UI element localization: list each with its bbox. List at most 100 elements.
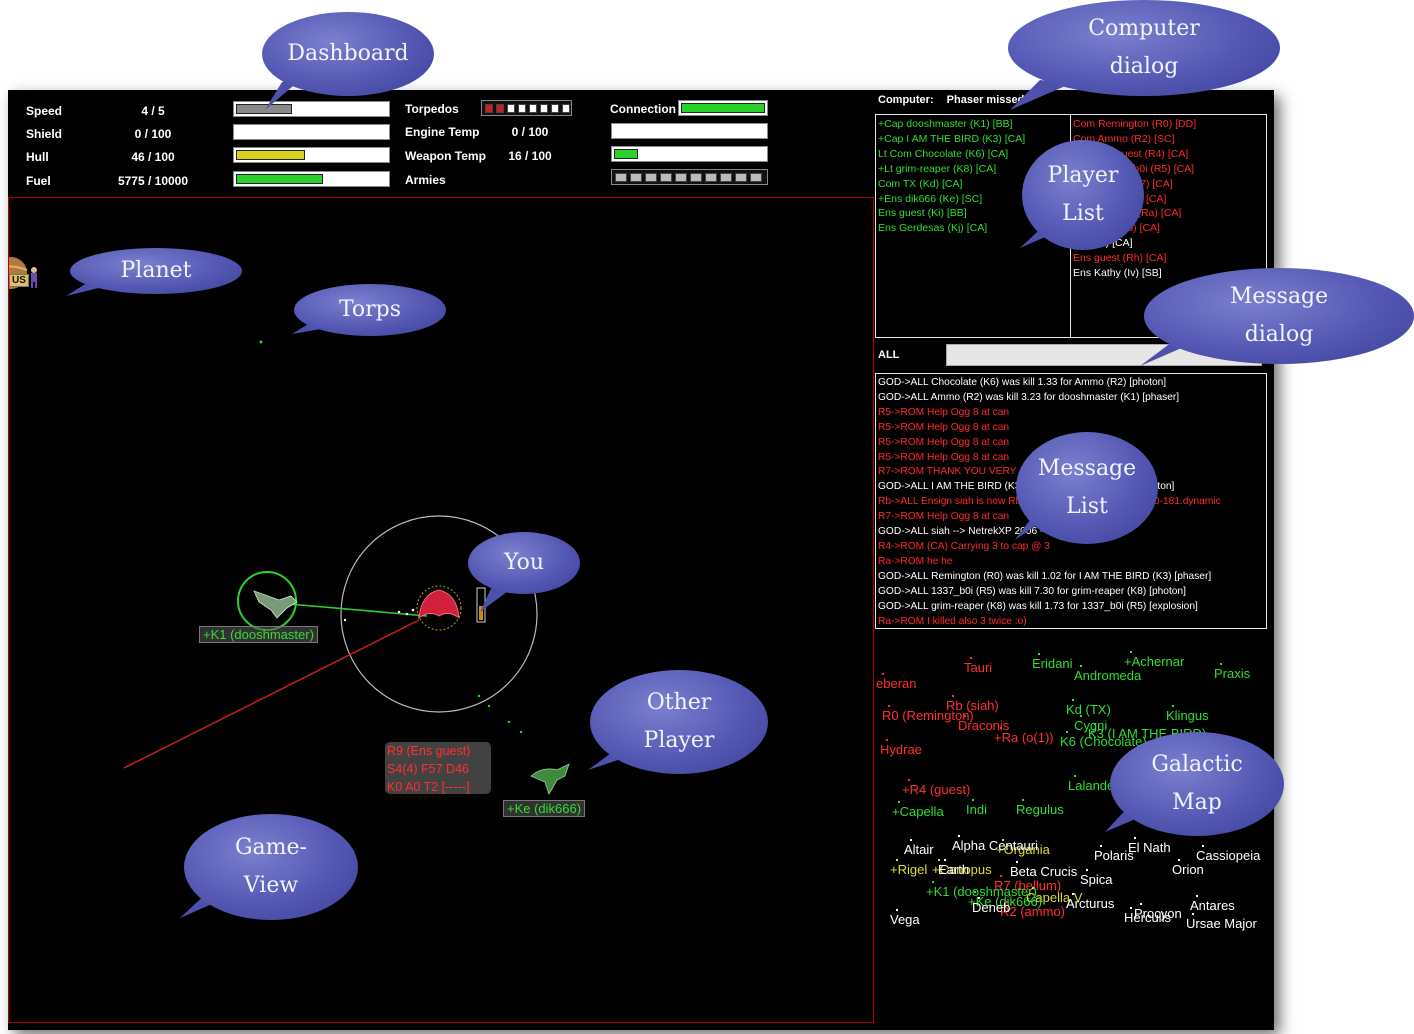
weapon-temp-bar-fill xyxy=(614,149,638,159)
galactic-map-label[interactable]: +Capella xyxy=(892,801,944,819)
galactic-map-label[interactable]: Earth xyxy=(938,859,970,877)
player-list-item[interactable]: +Cap dooshmaster (K1) [BB] xyxy=(878,118,1013,130)
player-list-item[interactable]: Ens Kathy (Iv) [SB] xyxy=(1073,267,1162,280)
engine-temp-label: Engine Temp xyxy=(405,125,480,139)
connection-bar-fill xyxy=(681,103,765,113)
galactic-map-label[interactable]: Arcturus xyxy=(1066,893,1115,911)
galactic-map-label[interactable]: Antares xyxy=(1190,895,1235,913)
galactic-map-label[interactable]: Kd (TX) xyxy=(1066,699,1111,717)
galactic-map-label[interactable]: +Ra (o(1)) xyxy=(994,727,1054,745)
game-view[interactable]: US +K1 (dooshmaster) +Ke (dik666) R9 (En… xyxy=(8,197,874,1023)
galactic-map-label[interactable]: +Organia xyxy=(996,839,1050,857)
callout-message-list: Message List xyxy=(1016,432,1158,544)
galactic-map-label[interactable]: Capella V xyxy=(1026,887,1083,905)
galactic-map-label[interactable]: Praxis xyxy=(1214,663,1251,681)
galactic-map-label[interactable]: Lalande xyxy=(1068,775,1115,793)
player-list-item[interactable]: Ens guest (Ki) [BB] xyxy=(878,207,967,220)
callout-other-player: Other Player xyxy=(590,670,768,774)
player-list-item[interactable]: +Lt grim-reaper (K8) [CA] xyxy=(878,162,997,175)
torpedo-slot xyxy=(529,104,537,113)
galactic-map-label[interactable]: Spica xyxy=(1080,869,1113,887)
galactic-map-label[interactable]: Orion xyxy=(1172,859,1204,877)
galactic-map-label[interactable]: Deneb xyxy=(972,897,1011,915)
player-list-item[interactable]: +Cap I AM THE BIRD (K3) [CA] xyxy=(878,132,1026,145)
message-item: GOD->ALL Chocolate (K6) was kill 1.33 fo… xyxy=(878,377,1167,388)
galactic-map-label[interactable]: +K1 (dooshmaster) xyxy=(926,881,1037,899)
player-list-item[interactable]: Lt Com Chocolate (K6) [CA] xyxy=(878,147,1009,160)
callout-text: Message xyxy=(1037,456,1137,481)
weapon-temp-value: 16 / 100 xyxy=(508,149,552,163)
galactic-map-label[interactable]: eberan xyxy=(876,673,917,691)
galactic-map-label[interactable]: Draconis xyxy=(958,715,1010,733)
galactic-map-label[interactable]: +Canopus xyxy=(932,859,992,877)
galactic-map-label[interactable]: Regulus xyxy=(1016,799,1064,817)
galactic-map-label[interactable]: Rb (siah) xyxy=(946,695,999,713)
galactic-map-label[interactable]: Cassiopeia xyxy=(1196,845,1261,863)
galactic-map-label[interactable]: Cygni xyxy=(1074,715,1108,733)
galactic-map-label[interactable]: Ursae Major xyxy=(1186,913,1257,931)
galactic-map-label[interactable]: +Rigel xyxy=(890,859,928,877)
galactic-map-label[interactable]: Tauri xyxy=(964,657,993,675)
galactic-map-label[interactable]: +Ke (dik666) xyxy=(968,891,1043,909)
galactic-map-label[interactable]: Alpha Centauri xyxy=(952,835,1038,853)
player-list-item[interactable]: +Ens dik666 (Ke) [SC] xyxy=(878,192,983,205)
galactic-map-label[interactable]: Procyon xyxy=(1134,903,1182,921)
callout-game-view: Game- View xyxy=(184,814,358,920)
army-slot xyxy=(705,173,717,182)
torpedo-slot xyxy=(540,104,548,113)
message-list[interactable]: GOD->ALL Chocolate (K6) was kill 1.33 fo… xyxy=(875,373,1267,629)
message-item: R5->ROM Help Ogg 8 at can xyxy=(878,436,1010,448)
army-slot xyxy=(690,173,702,182)
klingon-ship-icon-ke[interactable] xyxy=(530,763,570,795)
fuel-value: 5775 / 10000 xyxy=(117,174,189,188)
galactic-map-label[interactable]: K6 (Chocolate) xyxy=(1060,731,1147,749)
army-slot xyxy=(750,173,762,182)
callout-message-dialog: Message dialog xyxy=(1144,268,1414,364)
galactic-map-label[interactable]: Beta Crucis xyxy=(1010,861,1078,879)
galactic-map-label[interactable]: Vega xyxy=(890,909,920,927)
fuel-bar-fill xyxy=(236,174,323,184)
other-player2-label: +Ke (dik666) xyxy=(503,800,586,817)
torpedo-indicator xyxy=(481,100,572,116)
galactic-map-label[interactable]: R7 (bellum) xyxy=(994,875,1062,893)
galactic-map-label[interactable]: Polaris xyxy=(1094,845,1134,863)
klingon-ship-icon[interactable] xyxy=(253,590,298,619)
army-figure-icon xyxy=(31,267,37,288)
galactic-map-label[interactable]: Hydrae xyxy=(880,739,922,757)
player-list-item[interactable]: Ens Gerdesas (Kj) [CA] xyxy=(878,222,988,235)
player-list-item[interactable]: Ens guest (Rh) [CA] xyxy=(1073,252,1167,265)
galactic-map-label[interactable]: Herculis xyxy=(1124,907,1171,925)
friendly-torpedoes xyxy=(477,694,523,734)
torpedo-slot xyxy=(507,104,515,113)
galactic-map-label[interactable]: Klingus xyxy=(1166,705,1209,723)
galactic-map-label[interactable]: Andromeda xyxy=(1074,665,1142,683)
tractor-beam xyxy=(288,603,428,617)
galactic-map-label[interactable]: Eridani xyxy=(1032,653,1073,671)
army-slot xyxy=(720,173,732,182)
computer-label: Computer: xyxy=(878,94,934,106)
galactic-map-label[interactable]: +R4 (guest) xyxy=(902,779,971,797)
engine-temp-bar xyxy=(611,123,768,139)
galactic-map-label[interactable]: +Achernar xyxy=(1124,651,1185,669)
armies-indicator xyxy=(611,169,768,185)
player-list-friendly[interactable]: +Cap dooshmaster (K1) [BB] +Cap I AM THE … xyxy=(875,114,1071,338)
galactic-map-label[interactable]: El Nath xyxy=(1128,837,1171,855)
your-ship-icon[interactable] xyxy=(416,585,462,631)
speed-value: 4 / 5 xyxy=(141,104,165,118)
callout-you: You xyxy=(468,532,580,594)
shield-value: 0 / 100 xyxy=(134,127,172,141)
player-list-item[interactable]: Com Remington (R0) [DD] xyxy=(1073,118,1197,130)
player-list-item[interactable]: Com TX (Kd) [CA] xyxy=(878,177,963,190)
galactic-map-label[interactable]: Indi xyxy=(966,799,987,817)
galactic-map-label[interactable]: R0 (Remington) xyxy=(882,705,974,723)
message-item: R7->ROM THANK YOU VERY xyxy=(878,466,1017,478)
galactic-map-label[interactable]: Altair xyxy=(904,839,934,857)
torpedo-slot xyxy=(551,104,559,113)
range-circle xyxy=(340,515,538,713)
army-slot xyxy=(645,173,657,182)
message-item: Ra->ROM I killed also 3 twice :o) xyxy=(878,615,1027,627)
callout-torps: Torps xyxy=(294,284,446,336)
callout-text: List xyxy=(1062,201,1104,226)
galactic-map-label[interactable]: R2 (ammo) xyxy=(1000,901,1066,919)
